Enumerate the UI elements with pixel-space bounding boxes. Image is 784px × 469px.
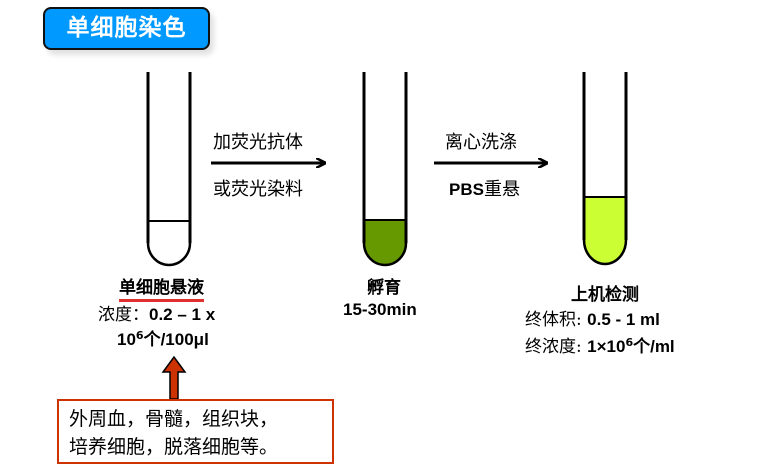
arrow1-bottom-text: 或荧光染料 <box>213 179 303 200</box>
conc-prefix: 终浓度: <box>525 337 582 357</box>
volume-value: 0.5 - 1 ml <box>587 310 660 329</box>
arrow2-top-text: 离心洗涤 <box>445 132 517 153</box>
sources-line2: 培养细胞，脱落细胞等。 <box>69 436 279 458</box>
title-badge: 单细胞染色 <box>43 7 210 50</box>
tube-suspension-icon <box>146 72 192 267</box>
source-arrow-icon <box>161 355 187 400</box>
conc-value: 1×10 <box>587 337 626 356</box>
sample-sources-box: 外周血，骨髓，组织块， 培养细胞，脱落细胞等。 <box>57 399 334 464</box>
exp-power: 6 <box>135 329 144 342</box>
exp-unit: 个/100μl <box>143 330 209 349</box>
arrow1-top-text: 加荧光抗体 <box>213 132 303 153</box>
resuspend-text: 重悬 <box>483 179 520 200</box>
sources-line1: 外周血，骨髓，组织块， <box>69 408 279 430</box>
suspension-label: 单细胞悬液 <box>119 273 204 302</box>
arrow2-bottom-text: PBS重悬 <box>449 175 520 201</box>
volume-prefix: 终体积: <box>525 310 582 330</box>
pbs-text: PBS <box>449 180 484 199</box>
concentration-value: 0.2 – 1 x <box>149 305 216 324</box>
conc-exp: 6 <box>625 336 634 349</box>
suspension-concentration: 浓度：0.2 – 1 x <box>98 300 215 325</box>
tube-detection-icon <box>582 72 628 266</box>
incubation-label: 孵育 <box>367 278 401 297</box>
detection-label: 上机检测 <box>571 285 639 304</box>
incubation-time: 15-30min <box>343 300 417 319</box>
title-text: 单细胞染色 <box>66 15 187 41</box>
final-volume: 终体积: 0.5 - 1 ml <box>525 305 660 330</box>
conc-unit: 个/ml <box>633 337 675 356</box>
final-concentration: 终浓度: 1×106个/ml <box>525 332 675 357</box>
concentration-prefix: 浓度： <box>98 305 149 325</box>
exp-base: 10 <box>117 330 136 349</box>
tube-incubation-icon <box>362 72 408 267</box>
suspension-concentration-unit: 106个/100μl <box>117 325 209 350</box>
